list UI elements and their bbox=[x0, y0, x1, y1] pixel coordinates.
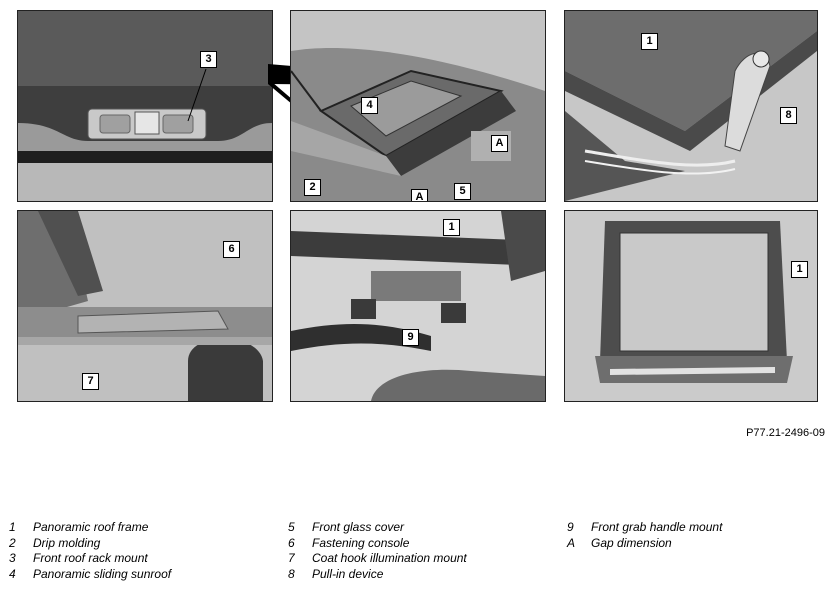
callout-a-left: A bbox=[411, 189, 428, 201]
callout-3: 3 bbox=[200, 51, 217, 68]
callout-4: 4 bbox=[361, 97, 378, 114]
legend-text: Front glass cover bbox=[312, 520, 405, 534]
legend-item: 5 Front glass cover bbox=[288, 520, 467, 536]
legend-text: Gap dimension bbox=[591, 535, 672, 550]
legend-item: A Gap dimension bbox=[567, 536, 722, 552]
legend-number: A bbox=[567, 535, 576, 550]
legend-text: Pull-in device bbox=[312, 566, 384, 581]
legend-text: Panoramic sliding sunroof bbox=[33, 566, 172, 581]
callout-9: 9 bbox=[402, 329, 419, 346]
legend-number: 9 bbox=[567, 520, 574, 534]
legend-item: 2 Drip molding bbox=[9, 536, 171, 552]
legend-number: 5 bbox=[288, 520, 295, 534]
legend-item: 3 Front roof rack mount bbox=[9, 551, 171, 567]
panel-roof-overview: 4 2 5 A A bbox=[290, 10, 546, 202]
legend-text: Drip molding bbox=[33, 535, 101, 550]
legend-number: 4 bbox=[9, 566, 16, 581]
panel-pull-in-device: 1 8 bbox=[564, 10, 818, 202]
legend-column-2: 5 Front glass cover 6 Fastening console 7 C… bbox=[288, 520, 467, 582]
legend-item: 6 Fastening console bbox=[288, 536, 467, 552]
panel-grab-handle-mount: 1 9 bbox=[290, 210, 546, 402]
callout-1-frame: 1 bbox=[791, 261, 808, 278]
callout-2: 2 bbox=[304, 179, 321, 196]
callout-5: 5 bbox=[454, 183, 471, 200]
roof-overview-illustration bbox=[291, 11, 545, 201]
pull-in-device-illustration bbox=[565, 11, 817, 201]
legend-number: 1 bbox=[9, 520, 16, 534]
fastening-console-illustration bbox=[18, 211, 272, 401]
callout-7: 7 bbox=[82, 373, 99, 390]
legend-text: Coat hook illumination mount bbox=[312, 551, 467, 565]
grab-handle-mount-illustration bbox=[291, 211, 545, 401]
legend-column-1: 1 Panoramic roof frame 2 Drip molding 3 Fro… bbox=[9, 520, 171, 582]
legend-item: 1 Panoramic roof frame bbox=[9, 520, 171, 536]
legend-number: 2 bbox=[9, 535, 16, 550]
figure-reference: P77.21-2496-09 bbox=[746, 427, 825, 439]
legend-number: 6 bbox=[288, 535, 295, 550]
legend-item: 8 Pull-in device bbox=[288, 567, 467, 583]
callout-a-right: A bbox=[491, 135, 508, 152]
legend-item: 4 Panoramic sliding sunroof bbox=[9, 567, 171, 583]
panel-roof-rack-mount: 3 bbox=[17, 10, 273, 202]
callout-1: 1 bbox=[641, 33, 658, 50]
legend-text: Panoramic roof frame bbox=[33, 520, 149, 534]
callout-8: 8 bbox=[780, 107, 797, 124]
legend-item: 7 Coat hook illumination mount bbox=[288, 551, 467, 567]
roof-rack-mount-illustration bbox=[18, 11, 272, 201]
legend-text: Front roof rack mount bbox=[33, 551, 148, 565]
legend-text: Fastening console bbox=[312, 535, 410, 550]
legend-text: Front grab handle mount bbox=[591, 520, 723, 534]
legend-number: 8 bbox=[288, 566, 295, 581]
legend-number: 3 bbox=[9, 551, 16, 565]
panel-fastening-console: 6 7 bbox=[17, 210, 273, 402]
legend-item: 9 Front grab handle mount bbox=[567, 520, 722, 536]
roof-frame-illustration bbox=[565, 211, 817, 401]
legend-number: 7 bbox=[288, 551, 295, 565]
legend-column-3: 9 Front grab handle mount A Gap dimension bbox=[567, 520, 722, 551]
callout-1-grab: 1 bbox=[443, 219, 460, 236]
panel-roof-frame: 1 bbox=[564, 210, 818, 402]
callout-6: 6 bbox=[223, 241, 240, 258]
